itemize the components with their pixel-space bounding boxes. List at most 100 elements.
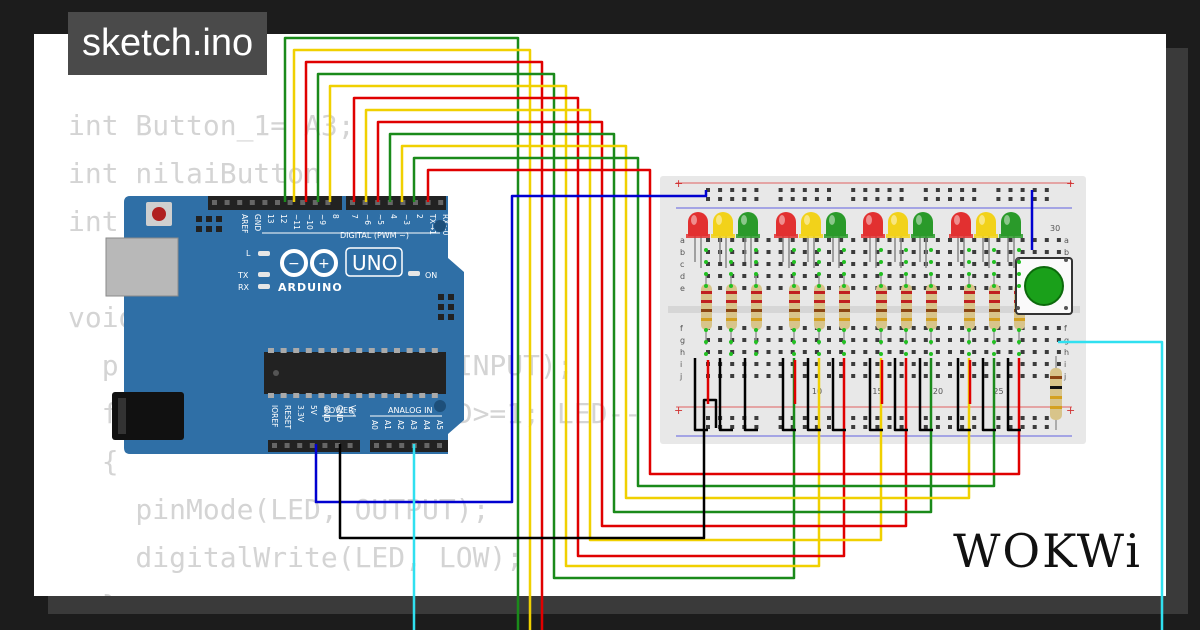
led-yellow[interactable] — [974, 212, 998, 268]
breadboard-hole — [960, 274, 965, 278]
resistor-band — [1050, 386, 1062, 389]
breadboard-hole — [972, 326, 977, 330]
breadboard-hole — [911, 362, 916, 366]
row-letter: b — [1064, 248, 1069, 257]
led-red[interactable] — [861, 212, 885, 268]
breadboard-hole — [996, 350, 1001, 354]
connection-dot — [929, 340, 933, 344]
led-green[interactable] — [999, 212, 1023, 268]
connection-dot — [842, 340, 846, 344]
reset-button[interactable] — [152, 207, 166, 221]
rail-hole — [887, 425, 892, 429]
pin-wire — [426, 168, 1021, 476]
led-yellow[interactable] — [711, 212, 735, 268]
led-highlight — [891, 215, 897, 225]
breadboard-hole — [802, 374, 807, 378]
power-pin-label: RESET — [283, 405, 292, 429]
led-highlight — [691, 215, 697, 225]
connection-dot — [704, 352, 708, 356]
resistor-band — [964, 291, 975, 294]
led-red[interactable] — [949, 212, 973, 268]
power-jack[interactable] — [112, 392, 184, 440]
led-ground-jumper — [1006, 358, 1021, 432]
breadboard-hole — [935, 262, 940, 266]
connection-dot — [754, 248, 758, 252]
resistor-band — [726, 300, 737, 303]
breadboard-hole — [972, 350, 977, 354]
breadboard-hole — [887, 362, 892, 366]
resistor[interactable] — [726, 275, 737, 345]
row-letter: c — [680, 260, 684, 269]
pin-wire — [316, 72, 796, 580]
usb-port[interactable] — [105, 237, 179, 297]
rail-hole — [827, 188, 831, 192]
rail-plus-label: + — [674, 404, 683, 417]
breadboard-hole — [911, 374, 916, 378]
breadboard-hole — [839, 338, 844, 342]
rail-hole — [814, 416, 819, 420]
pin-wire — [352, 96, 846, 558]
led-yellow[interactable] — [886, 212, 910, 268]
chip-pin — [381, 348, 388, 353]
row-letter: f — [680, 324, 683, 333]
rail-hole — [827, 197, 831, 201]
breadboard-hole — [778, 250, 783, 254]
breadboard-hole — [948, 350, 952, 354]
breadboard-hole — [899, 350, 904, 354]
resistor[interactable] — [814, 275, 825, 345]
led-yellow[interactable] — [799, 212, 823, 268]
breadboard-hole — [1044, 238, 1049, 242]
resistor[interactable] — [839, 275, 850, 345]
resistor-band — [926, 291, 937, 294]
breadboard-hole — [1020, 250, 1025, 254]
pushbutton-cap — [1024, 266, 1064, 306]
pushbutton[interactable] — [1015, 257, 1073, 315]
tx-label: TX — [237, 271, 249, 280]
rail-hole — [996, 425, 1001, 429]
breadboard-hole — [875, 338, 880, 342]
breadboard-hole — [887, 374, 892, 378]
ground-wire — [338, 398, 718, 540]
row-letter: d — [680, 272, 685, 281]
column-number: 25 — [993, 387, 1003, 396]
arduino-uno-board[interactable]: AREFGND1312~11~10~987~6~54~32TX→1RX←0DIG… — [105, 196, 464, 454]
rail-hole — [802, 197, 807, 201]
resistor-band — [701, 309, 712, 312]
breadboard-hole — [1008, 286, 1013, 290]
resistor-band — [814, 309, 825, 312]
led-red[interactable] — [686, 212, 710, 268]
digital-label: DIGITAL (PWM ~) — [340, 231, 409, 240]
breadboard-hole — [923, 286, 928, 290]
led-red[interactable] — [774, 212, 798, 268]
breadboard-hole — [1044, 250, 1049, 254]
connection-dot — [967, 248, 971, 252]
resistor[interactable] — [989, 275, 1000, 345]
led-green[interactable] — [824, 212, 848, 268]
icsp2-pin — [438, 314, 444, 320]
led-green[interactable] — [911, 212, 935, 268]
led-ground-jumper — [693, 358, 708, 432]
breadboard-hole — [778, 274, 783, 278]
resistor-band — [726, 291, 737, 294]
connection-dot — [992, 260, 996, 264]
breadboard-hole — [766, 374, 771, 378]
sketch-title[interactable]: sketch.ino — [68, 12, 268, 75]
center-channel — [668, 306, 1080, 313]
column-number: 30 — [1050, 224, 1060, 233]
rail-hole — [706, 416, 710, 420]
rail-hole — [851, 425, 856, 429]
chip-pin — [368, 348, 375, 353]
led-green[interactable] — [736, 212, 760, 268]
breadboard-hole — [1020, 338, 1025, 342]
resistor-band — [839, 300, 850, 303]
mount-hole — [434, 400, 446, 412]
breadboard-hole — [863, 338, 868, 342]
breadboard-hole — [851, 362, 856, 366]
resistor-body — [839, 284, 850, 330]
breadboard-hole — [996, 362, 1001, 366]
connection-dot — [992, 272, 996, 276]
row-letter: h — [680, 348, 685, 357]
analog-pin-label: A2 — [396, 420, 405, 430]
breadboard[interactable]: ++++abcdeabcdefghijfghij1015202530 — [660, 176, 1086, 444]
resistor[interactable] — [964, 275, 975, 345]
